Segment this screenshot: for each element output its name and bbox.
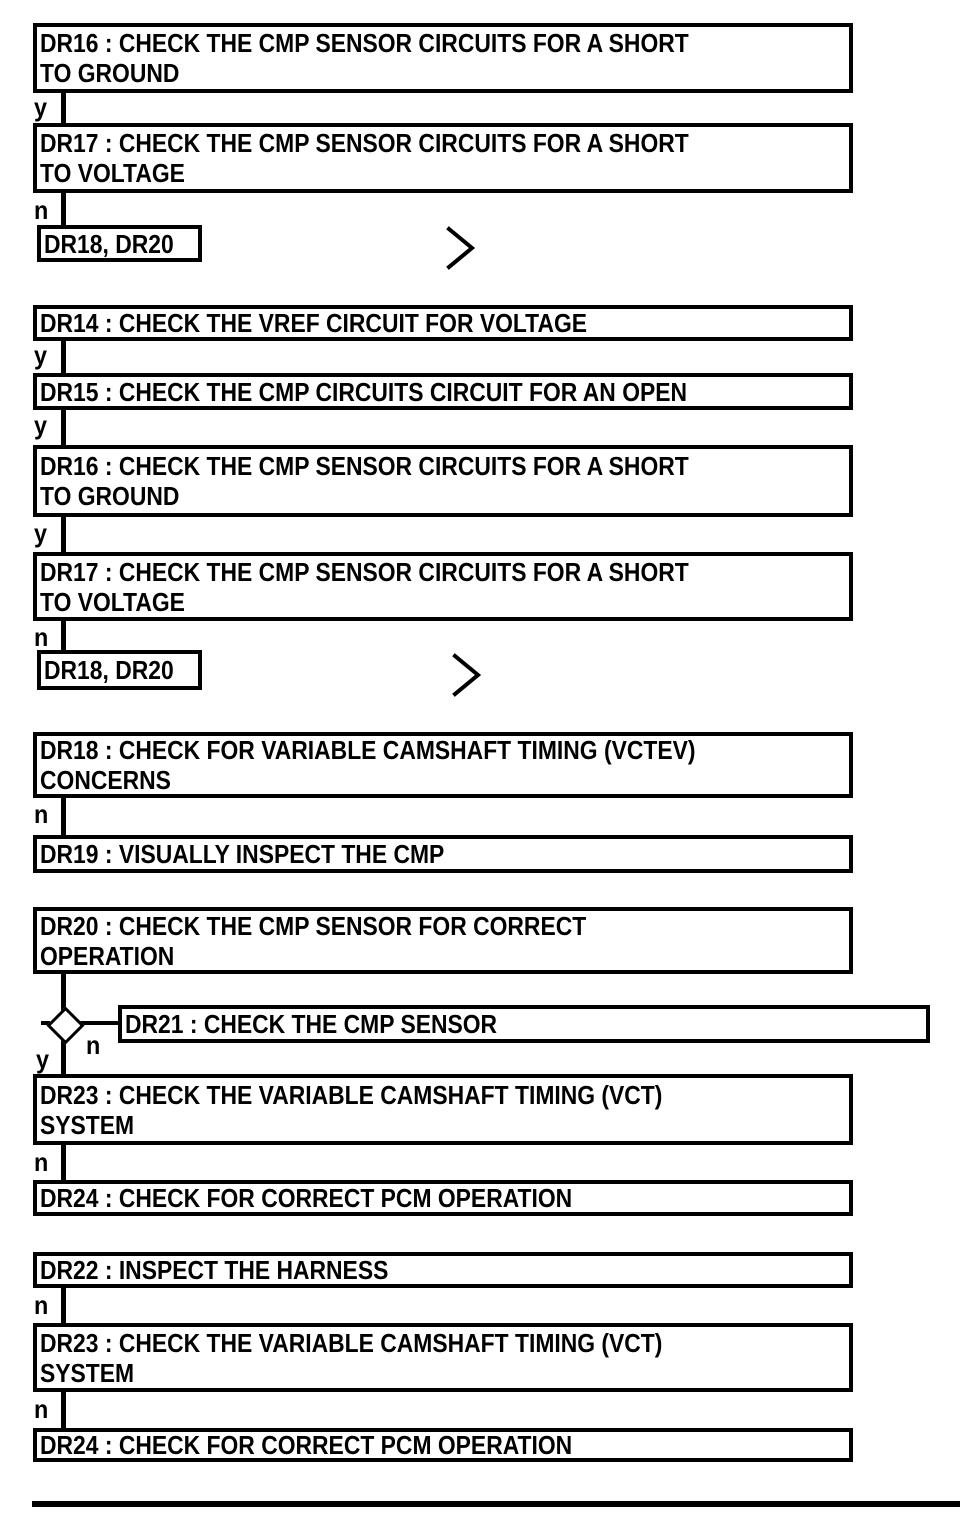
connector-line <box>61 798 66 835</box>
branch-label-no: n <box>34 1290 49 1320</box>
flow-box-dr23-repeat: DR23 : CHECK THE VARIABLE CAMSHAFT TIMIN… <box>33 1323 853 1392</box>
flow-box-text: DR20 : CHECK THE CMP SENSOR FOR CORRECT <box>40 910 587 941</box>
flow-box-text: DR24 : CHECK FOR CORRECT PCM OPERATION <box>40 1430 573 1460</box>
connector-stub <box>41 1021 50 1025</box>
flow-box-goto-dr18-dr20: DR18, DR20 <box>37 650 202 690</box>
flow-box-text: DR16 : CHECK THE CMP SENSOR CIRCUITS FOR… <box>40 451 689 481</box>
branch-label-yes: y <box>34 518 48 548</box>
connector-line <box>61 621 66 651</box>
flow-box-text: TO VOLTAGE <box>40 158 185 188</box>
connector-line <box>61 409 66 445</box>
flow-box-text: SYSTEM <box>40 1357 135 1388</box>
flow-box-text: CONCERNS <box>40 765 171 795</box>
flow-box-dr14: DR14 : CHECK THE VREF CIRCUIT FOR VOLTAG… <box>33 305 853 341</box>
decision-diamond <box>46 1006 85 1045</box>
flow-box-dr16-repeat: DR16 : CHECK THE CMP SENSOR CIRCUITS FOR… <box>33 445 853 517</box>
flow-box-text: DR17 : CHECK THE CMP SENSOR CIRCUITS FOR… <box>40 556 689 587</box>
flow-box-text: DR19 : VISUALLY INSPECT THE CMP <box>40 839 445 869</box>
connector-line <box>80 1021 118 1025</box>
connector-line <box>61 193 66 226</box>
branch-label-no: n <box>34 1394 49 1424</box>
flow-box-dr24: DR24 : CHECK FOR CORRECT PCM OPERATION <box>33 1180 853 1216</box>
branch-label-no: n <box>34 799 49 829</box>
flow-box-text: DR24 : CHECK FOR CORRECT PCM OPERATION <box>40 1183 573 1213</box>
flow-box-goto-dr18-dr20: DR18, DR20 <box>37 225 202 262</box>
flow-box-text: DR21 : CHECK THE CMP SENSOR <box>125 1009 498 1039</box>
branch-label-no: n <box>34 1147 49 1177</box>
connector-line <box>61 339 66 373</box>
flow-box-dr21: DR21 : CHECK THE CMP SENSOR <box>118 1005 930 1043</box>
flow-box-text: TO VOLTAGE <box>40 586 185 617</box>
connector-line <box>61 1288 66 1323</box>
flow-box-dr16: DR16 : CHECK THE CMP SENSOR CIRCUITS FOR… <box>33 23 853 93</box>
flow-box-dr17: DR17 : CHECK THE CMP SENSOR CIRCUITS FOR… <box>33 123 853 193</box>
flow-box-text: DR14 : CHECK THE VREF CIRCUIT FOR VOLTAG… <box>40 308 588 338</box>
flow-box-text: DR18 : CHECK FOR VARIABLE CAMSHAFT TIMIN… <box>40 735 696 765</box>
flow-box-dr22: DR22 : INSPECT THE HARNESS <box>33 1252 853 1288</box>
branch-label-no: n <box>34 195 49 225</box>
flow-box-text: DR17 : CHECK THE CMP SENSOR CIRCUITS FOR… <box>40 128 689 158</box>
flow-box-text: DR22 : INSPECT THE HARNESS <box>40 1255 389 1285</box>
flow-box-text: DR18, DR20 <box>44 228 174 259</box>
next-page-chevron-icon <box>446 226 476 270</box>
flow-box-dr20: DR20 : CHECK THE CMP SENSOR FOR CORRECT … <box>33 907 853 974</box>
connector-line <box>61 517 66 552</box>
flow-box-text: SYSTEM <box>40 1109 135 1140</box>
connector-line <box>61 92 66 123</box>
flow-box-dr15: DR15 : CHECK THE CMP CIRCUITS CIRCUIT FO… <box>33 373 853 410</box>
flow-box-dr18: DR18 : CHECK FOR VARIABLE CAMSHAFT TIMIN… <box>33 732 853 798</box>
flow-box-dr23: DR23 : CHECK THE VARIABLE CAMSHAFT TIMIN… <box>33 1074 853 1145</box>
flow-box-text: TO GROUND <box>40 58 180 88</box>
connector-line <box>61 1145 66 1180</box>
flow-box-dr19: DR19 : VISUALLY INSPECT THE CMP <box>33 835 853 873</box>
page-divider <box>32 1501 960 1507</box>
branch-label-yes: y <box>34 340 48 370</box>
flow-box-text: TO GROUND <box>40 481 180 511</box>
branch-label-yes: y <box>34 92 48 122</box>
flow-box-dr24-repeat: DR24 : CHECK FOR CORRECT PCM OPERATION <box>33 1428 853 1462</box>
branch-label-yes: y <box>34 410 48 440</box>
flow-box-text: DR16 : CHECK THE CMP SENSOR CIRCUITS FOR… <box>40 28 689 58</box>
flow-box-text: OPERATION <box>40 940 175 971</box>
branch-label-no: n <box>34 622 49 652</box>
flow-box-text: DR23 : CHECK THE VARIABLE CAMSHAFT TIMIN… <box>40 1327 663 1358</box>
next-page-chevron-icon <box>452 653 482 697</box>
flow-box-text: DR23 : CHECK THE VARIABLE CAMSHAFT TIMIN… <box>40 1079 663 1110</box>
flow-box-text: DR18, DR20 <box>44 655 174 685</box>
connector-line <box>61 1392 66 1428</box>
branch-label-yes: y <box>36 1044 50 1074</box>
flow-box-dr17-repeat: DR17 : CHECK THE CMP SENSOR CIRCUITS FOR… <box>33 552 853 621</box>
branch-label-no: n <box>86 1030 101 1060</box>
flow-box-text: DR15 : CHECK THE CMP CIRCUITS CIRCUIT FO… <box>40 376 688 407</box>
